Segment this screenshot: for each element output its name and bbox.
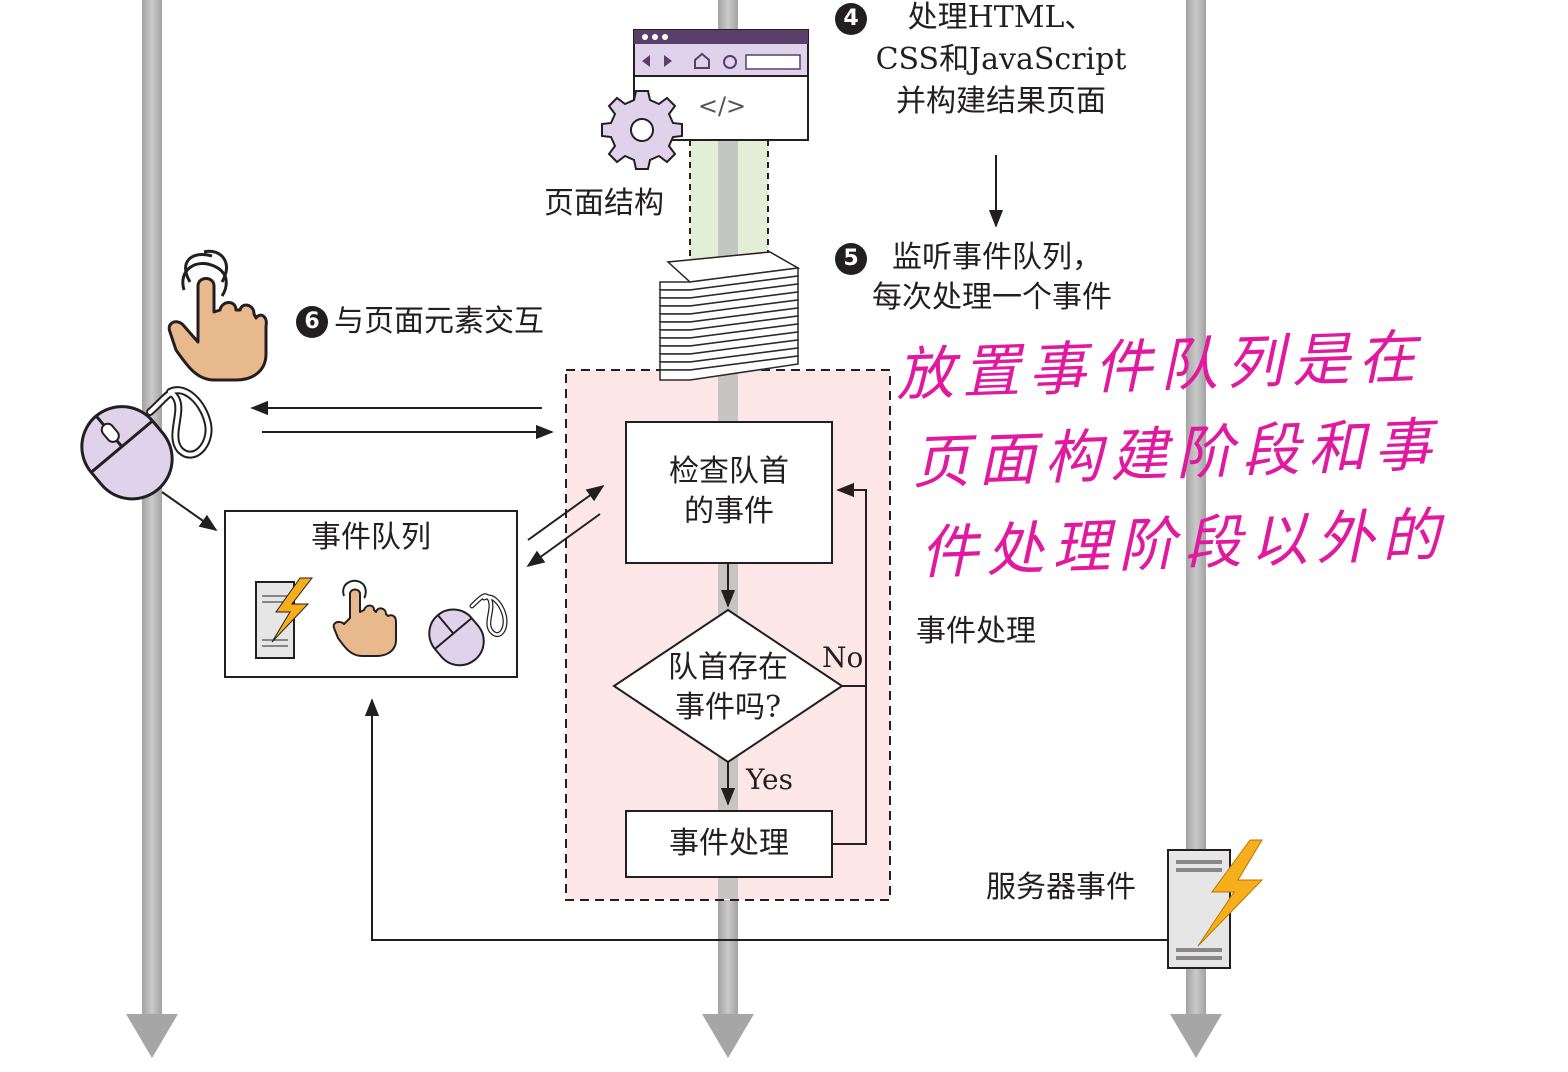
- event-queue-box: [224, 510, 518, 678]
- arrow-mouse-to-queue: [161, 491, 218, 532]
- server-mini-icon: [255, 577, 314, 659]
- lightning-icon: [1197, 839, 1264, 947]
- gear-icon: [601, 90, 683, 170]
- step-6-number: 6: [304, 309, 320, 334]
- svg-text:</>: </>: [698, 92, 746, 120]
- check-queue-head-line-1: 检查队首: [669, 454, 789, 489]
- page-structure-band: [689, 140, 769, 262]
- event-handle-box: [625, 810, 833, 878]
- check-queue-head-line-2: 的事件: [684, 494, 774, 529]
- event-handle-label: 事件处理: [669, 826, 789, 861]
- touch-hand-icon: [167, 249, 268, 382]
- server-event-label: 服务器事件: [986, 870, 1136, 905]
- step-4-marker: [835, 3, 867, 35]
- mouse-mini-icon: [428, 593, 508, 667]
- page-structure-label: 页面结构: [544, 186, 664, 221]
- loop-line-handle: [832, 686, 867, 845]
- arrow-queue-to-check: [527, 484, 605, 541]
- step-5-marker: [835, 243, 867, 275]
- yes-label: Yes: [746, 763, 793, 796]
- check-queue-head-box: [625, 421, 833, 564]
- step-4-line-2: CSS和JavaScript: [875, 42, 1127, 77]
- mouse-icon: [80, 386, 213, 501]
- step-5-line-1: 监听事件队列，: [892, 240, 1102, 275]
- loop-line-no: [836, 482, 867, 687]
- event-processing-label: 事件处理: [916, 614, 1036, 649]
- annotation-line-3: 件处理阶段以外的: [918, 500, 1449, 587]
- timeline-left: [126, 0, 178, 1058]
- step-6-label: 与页面元素交互: [334, 304, 544, 339]
- arrow-check-to-queue: [526, 513, 601, 568]
- step-4-line-1: 处理HTML、: [907, 0, 1095, 35]
- document-stack-icon: [659, 251, 801, 381]
- step-5-number: 5: [843, 246, 859, 271]
- touch-hand-mini-icon: [332, 579, 397, 657]
- event-queue-title: 事件队列: [311, 520, 431, 555]
- timeline-right: [1170, 0, 1222, 1058]
- step-4-number: 4: [843, 6, 859, 31]
- step-6-marker: [296, 306, 328, 338]
- server-icon: [1167, 839, 1264, 969]
- arrow-server-to-queue: [364, 698, 1170, 941]
- no-label: No: [822, 641, 864, 674]
- decision-line-2: 事件吗?: [674, 690, 782, 725]
- decision-line-1: 队首存在: [668, 650, 788, 685]
- step-4-line-3: 并构建结果页面: [896, 84, 1106, 119]
- step-5-line-2: 每次处理一个事件: [872, 280, 1112, 315]
